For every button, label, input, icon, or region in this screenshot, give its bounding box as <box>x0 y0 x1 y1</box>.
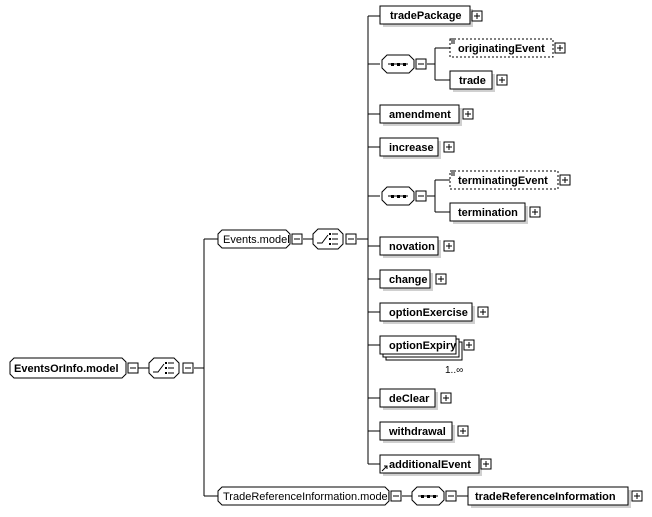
element-label: additionalEvent <box>389 459 471 471</box>
collapse-icon[interactable] <box>390 490 402 502</box>
plus-box-icon[interactable] <box>435 273 447 285</box>
element-originatingevent[interactable]: originatingEvent <box>449 38 554 58</box>
element-change[interactable]: change <box>379 269 433 291</box>
element-trade[interactable]: trade <box>449 70 495 92</box>
plus-box-icon[interactable] <box>554 42 566 54</box>
group-label: TradeReferenceInformation.model <box>223 491 390 503</box>
plus-box-icon[interactable] <box>559 174 571 186</box>
element-label: terminatingEvent <box>458 175 548 187</box>
collapse-icon[interactable] <box>415 190 427 202</box>
element-label: optionExpiry <box>389 340 457 352</box>
plus-box-icon[interactable] <box>443 141 455 153</box>
element-increase[interactable]: increase <box>379 137 441 159</box>
element-label: tradeReferenceInformation <box>475 491 616 503</box>
plus-box-icon[interactable] <box>529 206 541 218</box>
element-declear[interactable]: deClear <box>379 388 438 410</box>
element-additionalevent[interactable]: additionalEvent <box>379 454 482 476</box>
plus-box-icon[interactable] <box>471 10 483 22</box>
plus-box-icon[interactable] <box>631 490 643 502</box>
element-label: optionExercise <box>389 307 468 319</box>
collapse-icon[interactable] <box>445 490 457 502</box>
element-withdrawal[interactable]: withdrawal <box>379 421 455 443</box>
element-label: increase <box>389 142 434 154</box>
element-label: amendment <box>389 109 451 121</box>
element-optionexercise[interactable]: optionExercise <box>379 302 475 324</box>
element-optionexpiry[interactable]: optionExpiry <box>379 335 463 361</box>
element-label: deClear <box>389 393 430 405</box>
choice-compositor-icon <box>312 228 344 250</box>
group-label: EventsOrInfo.model <box>14 363 119 375</box>
element-label: novation <box>389 241 435 253</box>
element-novation[interactable]: novation <box>379 236 441 258</box>
collapse-icon[interactable] <box>127 362 139 374</box>
element-label: withdrawal <box>388 426 446 438</box>
collapse-icon[interactable] <box>182 362 194 374</box>
plus-box-icon[interactable] <box>480 458 492 470</box>
plus-box-icon[interactable] <box>463 339 475 351</box>
plus-box-icon[interactable] <box>443 240 455 252</box>
plus-box-icon[interactable] <box>440 392 452 404</box>
element-label: originatingEvent <box>458 43 545 55</box>
occurrence-label: 1..∞ <box>445 365 463 376</box>
element-label: termination <box>458 207 518 219</box>
sequence-compositor-icon <box>381 54 415 74</box>
substitution-arrow-icon <box>381 465 388 472</box>
plus-box-icon[interactable] <box>462 108 474 120</box>
element-label: change <box>389 274 428 286</box>
collapse-icon[interactable] <box>415 58 427 70</box>
element-label: tradePackage <box>390 10 462 22</box>
collapse-icon[interactable] <box>291 233 303 245</box>
group-events-model[interactable]: Events.model <box>217 229 291 249</box>
sequence-compositor-icon <box>381 186 415 206</box>
collapse-icon[interactable] <box>345 233 357 245</box>
plus-box-icon[interactable] <box>457 425 469 437</box>
group-eventsorinfo-model[interactable]: EventsOrInfo.model <box>9 357 127 379</box>
element-label: trade <box>459 75 486 87</box>
connector-lines <box>129 15 468 497</box>
element-termination[interactable]: termination <box>449 202 528 224</box>
element-terminatingevent[interactable]: terminatingEvent <box>449 170 559 190</box>
choice-compositor-icon <box>148 357 180 379</box>
abstract-list-icon <box>451 38 455 44</box>
element-amendment[interactable]: amendment <box>379 104 462 126</box>
abstract-list-icon <box>451 170 455 176</box>
sequence-compositor-icon <box>411 486 445 506</box>
plus-box-icon[interactable] <box>477 306 489 318</box>
element-tradepackage[interactable]: tradePackage <box>379 5 473 27</box>
group-tradereferenceinformation-model[interactable]: TradeReferenceInformation.model <box>217 486 390 506</box>
plus-box-icon[interactable] <box>496 74 508 86</box>
group-label: Events.model <box>223 234 290 246</box>
element-tradereferenceinformation[interactable]: tradeReferenceInformation <box>467 486 631 508</box>
